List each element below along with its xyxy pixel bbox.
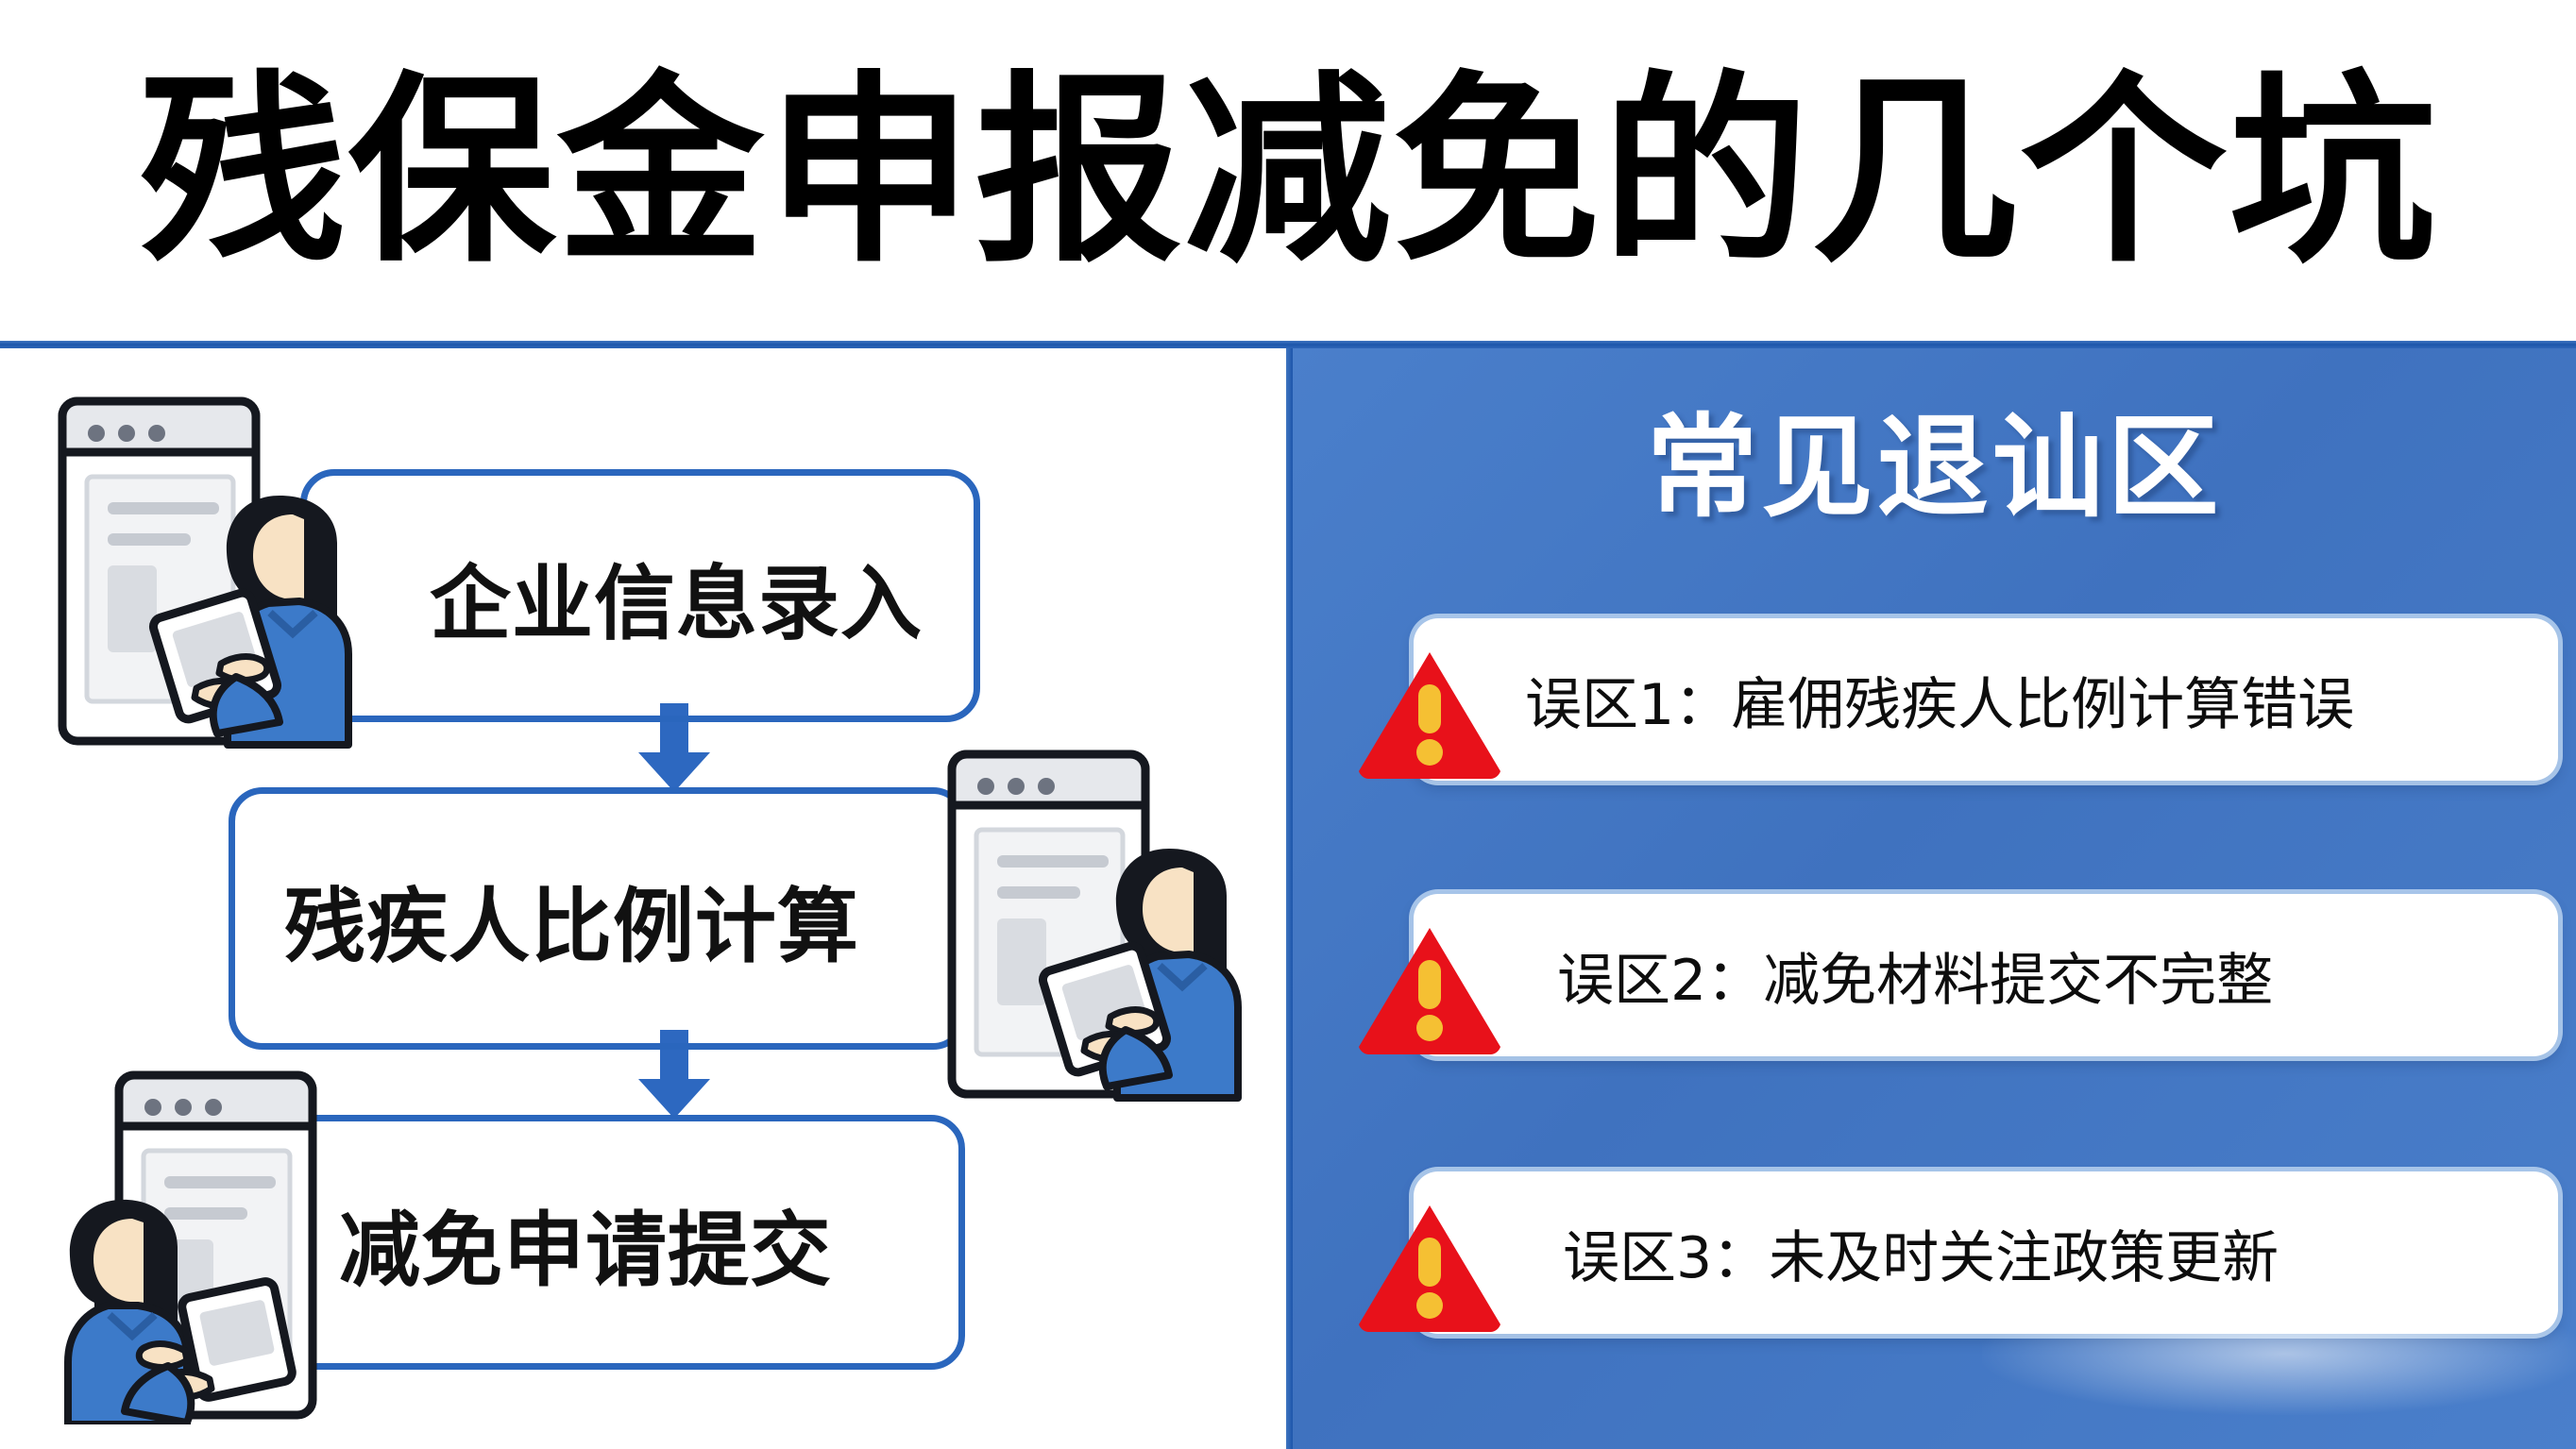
person-illustration	[148, 496, 352, 749]
flow-step-1-illustration	[55, 394, 366, 750]
pitfall-item-2-label: 误区2：减免材料提交不完整	[1557, 947, 2274, 1014]
down-arrow-icon-1	[631, 703, 718, 792]
person-illustration	[64, 1199, 297, 1428]
pitfall-item-3-label: 误区3：未及时关注政策更新	[1563, 1224, 2279, 1291]
pitfalls-panel: 常见退讪区 误区1：雇佣残疾人比例计算错误 误区2：减免材料提	[1293, 348, 2576, 1449]
pitfall-item-1[interactable]: 误区1：雇佣残疾人比例计算错误	[1359, 618, 2558, 781]
warning-triangle-icon	[1355, 924, 1504, 1056]
pitfalls-heading: 常见退讪区	[1646, 402, 2223, 532]
flow-step-2-label: 残疾人比例计算	[284, 879, 859, 974]
content-area: 企业信息录入	[0, 348, 2576, 1449]
panel-divider	[1286, 348, 1293, 1449]
flow-step-3-illustration	[62, 1068, 374, 1428]
title-divider-rule	[0, 341, 2576, 348]
flow-step-3-label: 减免申请提交	[339, 1203, 832, 1298]
flow-step-3-box[interactable]: 减免申请提交	[227, 1115, 965, 1370]
warning-triangle-icon	[1355, 1202, 1504, 1334]
flowchart-panel: 企业信息录入	[0, 348, 1292, 1449]
flow-step-1-box[interactable]: 企业信息录入	[300, 469, 980, 722]
pitfall-item-3[interactable]: 误区3：未及时关注政策更新	[1359, 1171, 2558, 1334]
flow-step-1-label: 企业信息录入	[430, 556, 923, 651]
pitfall-item-2[interactable]: 误区2：减免材料提交不完整	[1359, 894, 2558, 1056]
flow-step-2-box[interactable]: 残疾人比例计算	[229, 787, 967, 1050]
flow-step-2-illustration	[944, 747, 1256, 1104]
person-illustration	[1038, 849, 1242, 1102]
down-arrow-icon-2	[631, 1030, 718, 1119]
pitfall-item-1-label: 误区1：雇佣残疾人比例计算错误	[1525, 671, 2355, 738]
page-title: 残保金申报减免的几个坑	[138, 53, 2438, 290]
warning-triangle-icon	[1355, 649, 1504, 781]
title-bar: 残保金申报减免的几个坑	[0, 0, 2576, 343]
